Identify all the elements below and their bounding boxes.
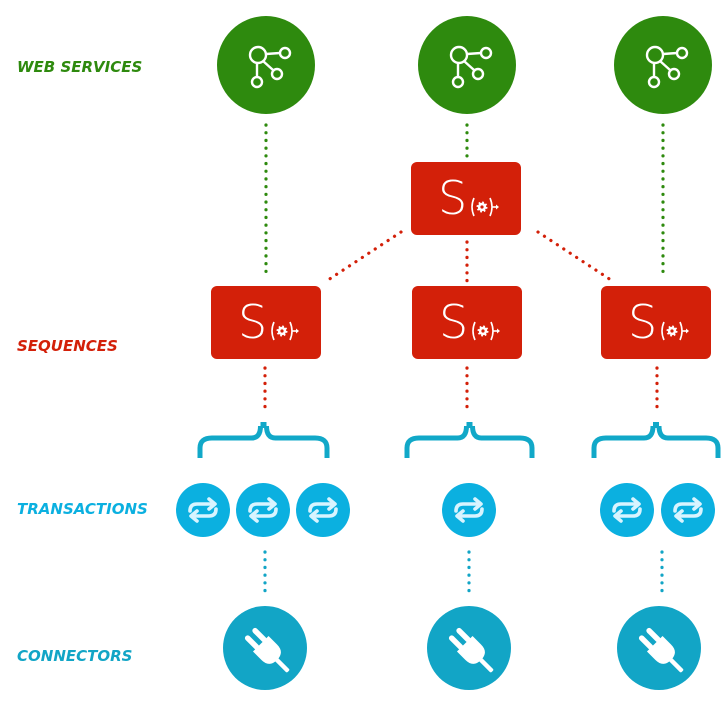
transaction-node[interactable] [442,483,496,537]
label-connectors: CONNECTORS [17,647,133,665]
bracket-left [197,425,330,458]
sequence-s-gear-icon: S [238,295,299,349]
web-service-node[interactable] [418,16,516,114]
sequence-s-glyph: S [439,295,468,349]
sequence-s-glyph: S [628,295,657,349]
bracket-middle-tip [466,422,473,428]
label-sequences: SEQUENCES [17,337,118,355]
swap-arrows-icon [308,497,338,523]
shared-sequence-node[interactable]: S [411,162,521,235]
transaction-circle [176,483,230,537]
network-nodes-icon [449,45,493,89]
plug-icon [638,627,684,673]
connector-node[interactable] [617,606,701,690]
plug-icon [244,627,290,673]
sequence-s-gear-icon: S [628,295,689,349]
transaction-circle [442,483,496,537]
sequence-box [412,286,522,359]
swap-arrows-icon [612,497,642,523]
transaction-node[interactable] [236,483,290,537]
sequence-box [411,162,521,235]
connector-node[interactable] [223,606,307,690]
label-transactions: TRANSACTIONS [17,500,148,518]
sequence-s-gear-icon: S [439,295,500,349]
transaction-node[interactable] [296,483,350,537]
network-nodes-icon [645,45,689,89]
sequence-s-glyph: S [238,295,267,349]
link-shared-left [323,230,403,284]
swap-arrows-icon [188,497,218,523]
transaction-node[interactable] [600,483,654,537]
swap-arrows-icon [248,497,278,523]
plug-icon [448,627,494,673]
nodes-layer: S S S S [176,16,721,690]
transaction-circle [296,483,350,537]
bracket-right-tip [653,422,659,428]
sequence-node[interactable]: S [211,286,321,359]
transaction-circle [600,483,654,537]
sequence-s-glyph: S [438,171,467,225]
transaction-node[interactable] [661,483,715,537]
bracket-left-tip [260,422,267,428]
web-service-node[interactable] [217,16,315,114]
transaction-circle [661,483,715,537]
link-shared-right [536,230,616,284]
sequence-s-gear-icon: S [438,171,499,225]
bracket-middle [404,425,535,458]
swap-arrows-icon [673,497,703,523]
sequence-node[interactable]: S [412,286,522,359]
transaction-circle [236,483,290,537]
bracket-right [591,425,721,458]
transaction-node[interactable] [176,483,230,537]
network-nodes-icon [248,45,292,89]
sequence-box [211,286,321,359]
links-layer [263,123,665,600]
connector-node[interactable] [427,606,511,690]
label-web-services: WEB SERVICES [17,58,143,76]
sequence-node[interactable]: S [601,286,711,359]
sequence-box [601,286,711,359]
web-service-node[interactable] [614,16,712,114]
swap-arrows-icon [454,497,484,523]
